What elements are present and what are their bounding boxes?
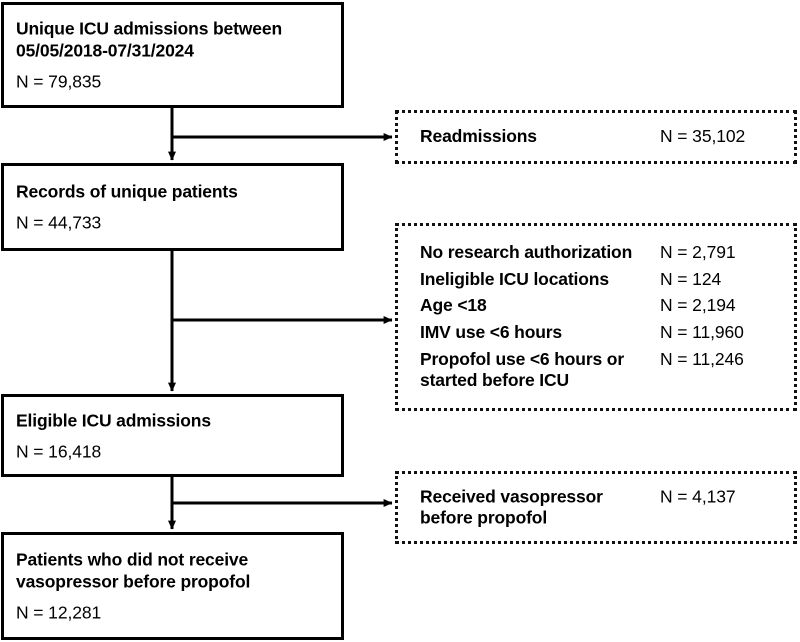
exclusion-label: Readmissions (420, 126, 537, 147)
exclusion-label: Age <18 (420, 295, 487, 316)
node-title: Patients who did not receive vasopressor… (16, 549, 251, 592)
node-readmissions-exclusion: Readmissions N = 35,102 (395, 110, 797, 164)
exclusion-count: N = 124 (660, 268, 722, 289)
exclusion-label: No research authorization (420, 241, 633, 262)
node-title: Records of unique patients (16, 181, 238, 202)
exclusion-row: No research authorization N = 2,791 (420, 242, 784, 264)
exclusion-row: Ineligible ICU locations N = 124 (420, 269, 784, 291)
exclusion-count: N = 11,960 (660, 322, 744, 342)
exclusion-row: Age <18 N = 2,194 (420, 295, 784, 317)
exclusion-count: N = 2,194 (660, 295, 736, 316)
exclusion-count: N = 2,791 (660, 241, 736, 262)
node-final-cohort: Patients who did not receive vasopressor… (1, 532, 344, 640)
node-count: N = 12,281 (16, 602, 102, 623)
exclusion-row: Readmissions N = 35,102 (420, 126, 784, 148)
node-title: Eligible ICU admissions (16, 409, 211, 430)
exclusion-row: Propofol use <6 hours or started before … (420, 349, 784, 392)
exclusion-count: N = 11,246 (660, 348, 744, 369)
node-count: N = 79,835 (16, 71, 102, 92)
exclusion-label: Propofol use <6 hours or started before … (420, 348, 624, 391)
exclusion-row: IMV use <6 hours N = 11,960 (420, 322, 784, 344)
node-unique-admissions: Unique ICU admissions between 05/05/2018… (1, 2, 344, 108)
exclusion-label: Received vasopressor before propofol (420, 485, 603, 528)
node-unique-patients: Records of unique patients N = 44,733 (1, 163, 344, 251)
exclusion-count: N = 4,137 (660, 485, 736, 506)
node-eligibility-exclusions: No research authorization N = 2,791 Inel… (395, 223, 797, 411)
node-count: N = 44,733 (16, 212, 102, 233)
exclusion-count: N = 35,102 (660, 126, 746, 147)
node-title: Unique ICU admissions between 05/05/2018… (16, 18, 282, 61)
exclusion-row: Received vasopressor before propofol N =… (420, 486, 784, 529)
node-eligible-admissions: Eligible ICU admissions N = 16,418 (1, 394, 344, 477)
exclusion-label: Ineligible ICU locations (420, 268, 609, 289)
node-vasopressor-exclusion: Received vasopressor before propofol N =… (395, 471, 797, 544)
exclusion-label: IMV use <6 hours (420, 322, 563, 342)
node-count: N = 16,418 (16, 441, 102, 461)
